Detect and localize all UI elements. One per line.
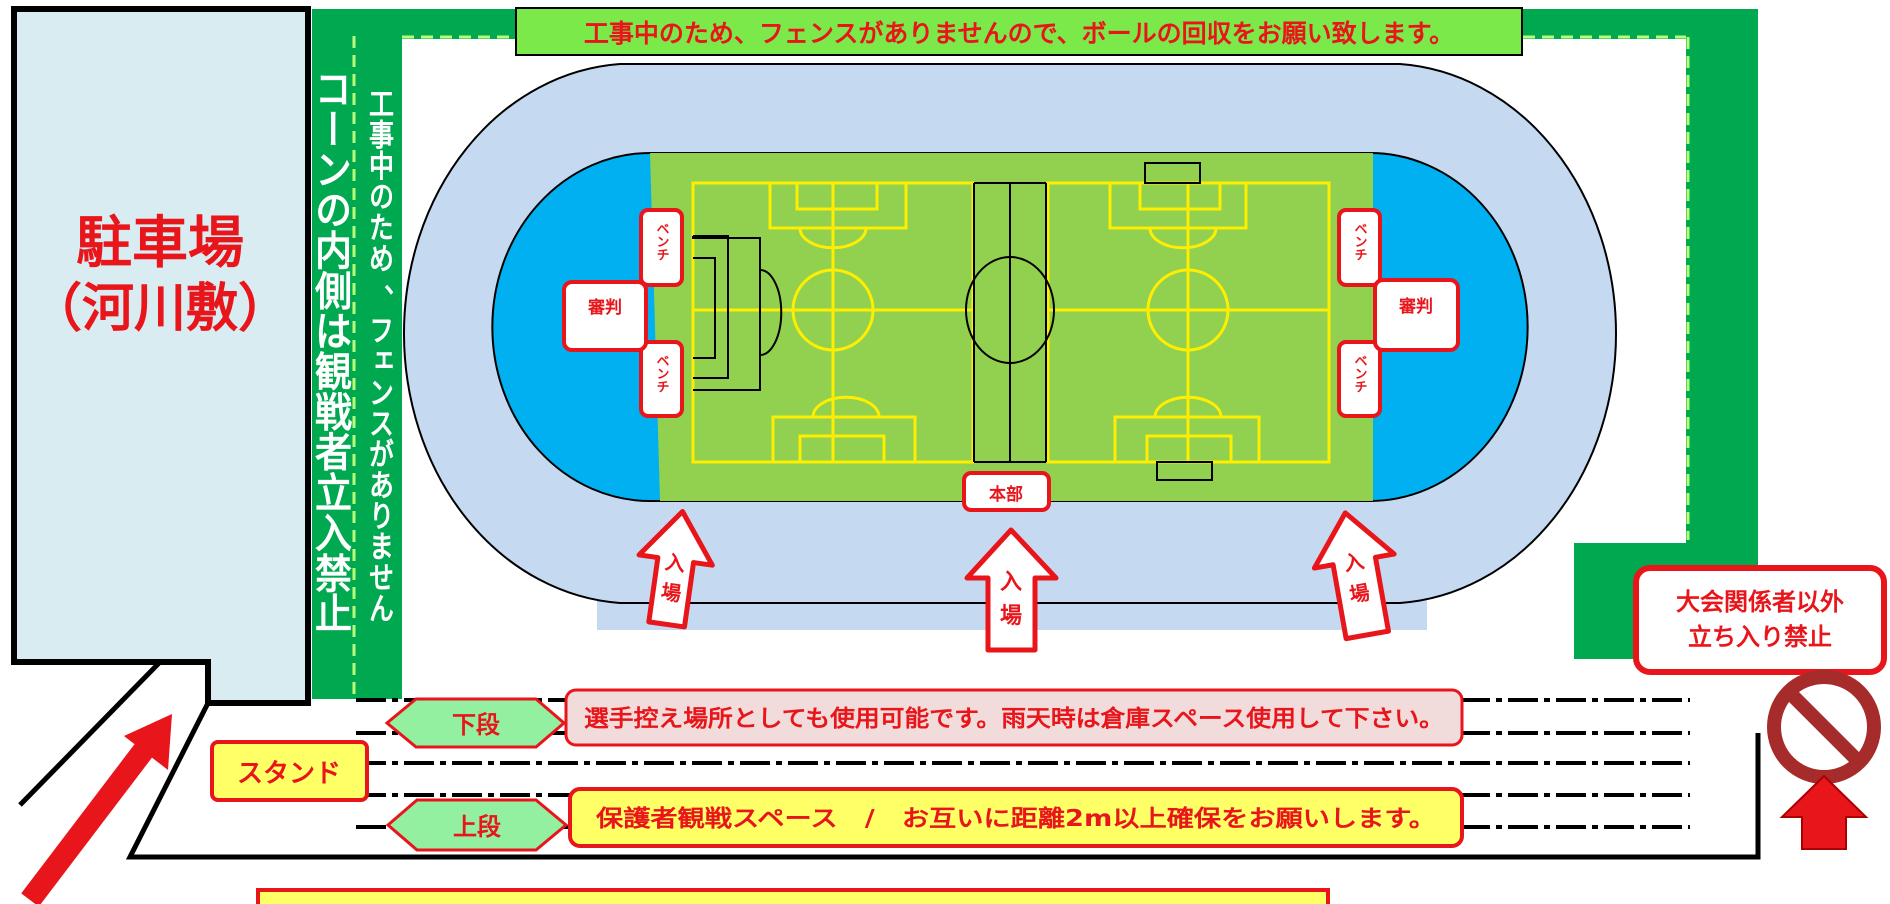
svg-text:保護者観戦スペース / お互いに距離2m以上確保をお願いしま: 保護者観戦スペース / お互いに距離2m以上確保をお願いします。 xyxy=(595,805,1436,832)
entrance-arrow-icon xyxy=(21,714,172,904)
svg-text:上段: 上段 xyxy=(453,813,501,841)
notice-top: 工事中のため、フェンスがありませんので、ボールの回収をお願い致します。 xyxy=(515,7,1523,56)
construction-vertical-text: 工事中のため 、フェンスがありません xyxy=(366,88,395,623)
svg-text:ベンチ: ベンチ xyxy=(1352,222,1368,261)
soccer-field xyxy=(491,152,1529,502)
notice-top-text: 工事中のため、フェンスがありませんので、ボールの回収をお願い致します。 xyxy=(584,19,1454,48)
stand-lines xyxy=(356,698,1690,829)
svg-text:ベンチ: ベンチ xyxy=(1352,354,1368,393)
svg-text:ベンチ: ベンチ xyxy=(654,354,670,393)
parking-area: 駐車場 （河川敷） xyxy=(11,6,311,706)
svg-text:ベンチ: ベンチ xyxy=(654,222,670,261)
lower-tier: 下段 選手控え場所としても使用可能です。雨天時は倉庫スペース使用して下さい。 xyxy=(384,688,1464,749)
stand-label: スタンド xyxy=(210,740,369,802)
svg-text:場: 場 xyxy=(660,579,683,606)
bench-left-bottom: ベンチ xyxy=(639,340,684,418)
cone-warning-text: コーンの内側は観戦者立入禁止 xyxy=(309,68,354,633)
svg-text:審判: 審判 xyxy=(1398,296,1433,317)
svg-text:選手控え場所としても使用可能です。雨天時は倉庫スペース使用し: 選手控え場所としても使用可能です。雨天時は倉庫スペース使用して下さい。 xyxy=(584,705,1444,732)
up-arrow-icon xyxy=(1779,774,1869,850)
no-entry-box: 大会関係者以外 立ち入り禁止 xyxy=(1633,565,1887,675)
svg-text:場: 場 xyxy=(1348,580,1372,607)
bench-right-bottom: ベンチ xyxy=(1337,340,1382,418)
parking-subtitle: （河川敷） xyxy=(30,279,290,339)
entry-arrow-right: 入 場 xyxy=(1311,510,1397,642)
svg-text:スタンド: スタンド xyxy=(237,759,341,789)
parking-title: 駐車場 xyxy=(76,211,244,276)
svg-text:入: 入 xyxy=(664,550,687,577)
svg-text:入: 入 xyxy=(1342,549,1366,576)
svg-text:立ち入り禁止: 立ち入り禁止 xyxy=(1688,623,1832,651)
bench-right-top: ベンチ xyxy=(1337,208,1382,287)
upper-tier: 上段 保護者観戦スペース / お互いに距離2m以上確保をお願いします。 xyxy=(385,787,1464,852)
svg-text:場: 場 xyxy=(1000,604,1022,629)
svg-text:入: 入 xyxy=(1000,570,1022,595)
svg-text:大会関係者以外: 大会関係者以外 xyxy=(1676,588,1844,616)
svg-text:下段: 下段 xyxy=(452,711,500,739)
referee-left: 審判 xyxy=(562,280,648,352)
prohibited-icon xyxy=(1767,670,1881,784)
hq-box: 本部 xyxy=(962,471,1051,512)
referee-right: 審判 xyxy=(1373,278,1460,352)
bench-left-top: ベンチ xyxy=(639,208,684,287)
entry-arrow-center: 入 場 xyxy=(964,527,1059,653)
entry-arrow-left: 入 場 xyxy=(636,509,715,630)
svg-text:本部: 本部 xyxy=(989,484,1023,505)
site-boundary xyxy=(18,660,1761,860)
svg-text:審判: 審判 xyxy=(587,297,622,318)
bottom-yellow-box xyxy=(256,888,1330,904)
